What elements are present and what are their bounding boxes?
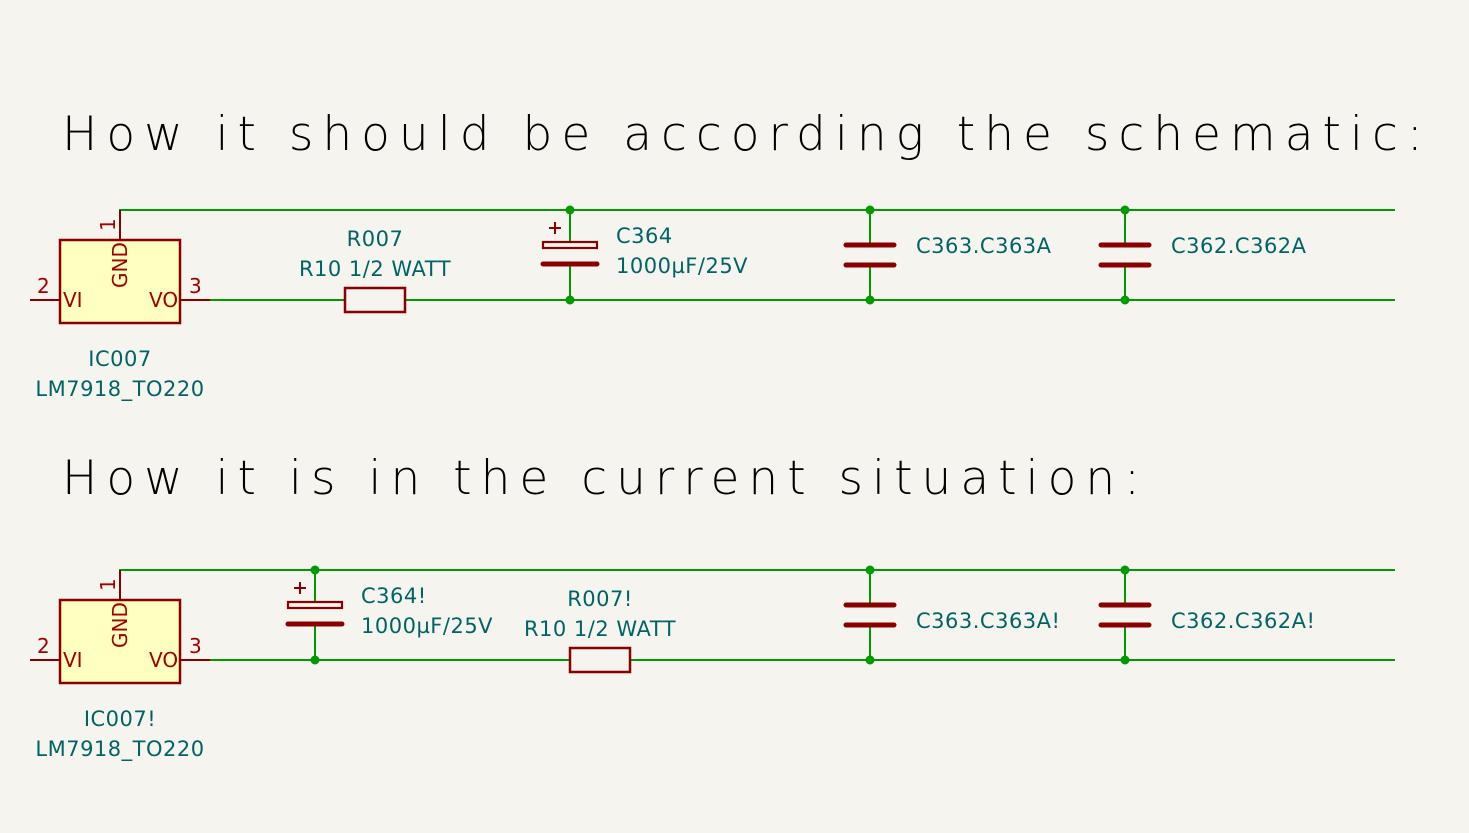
capacitor-c363-current[interactable]	[843, 570, 897, 660]
schematic-bottom: 2 3 1 VI VO GND IC007! LM7918_TO220 C364…	[30, 565, 1395, 762]
resistor-ref: R007	[347, 227, 404, 251]
pin-name-vi: VI	[63, 288, 83, 312]
resistor-value: R10 1/2 WATT	[524, 617, 676, 641]
pin-number-2: 2	[37, 274, 50, 298]
capacitor-value: 1000µF/25V	[361, 614, 493, 638]
schematic-top: 2 3 1 VI VO GND IC007 LM7918_TO220 R007 …	[30, 205, 1395, 402]
capacitor-label: C362.C362A!	[1171, 609, 1315, 633]
regulator-ic007-current[interactable]: 2 3 1 VI VO GND	[30, 570, 210, 685]
pin-name-vo: VO	[149, 648, 178, 672]
capacitor-ref: C364!	[361, 584, 427, 608]
resistor-ref: R007!	[567, 587, 633, 611]
pin-name-gnd: GND	[108, 602, 132, 648]
capacitor-c363[interactable]	[843, 210, 897, 300]
pin-name-vi: VI	[63, 648, 83, 672]
capacitor-label: C362.C362A	[1171, 234, 1307, 258]
pin-number-1: 1	[96, 218, 120, 231]
capacitor-plate-positive	[286, 600, 344, 610]
regulator-value: LM7918_TO220	[35, 377, 204, 402]
pin-name-gnd: GND	[108, 242, 132, 288]
regulator-ic007[interactable]: 2 3 1 VI VO GND	[30, 210, 210, 325]
pin-number-3: 3	[189, 274, 202, 298]
capacitor-ref: C364	[616, 224, 673, 248]
pin-number-2: 2	[37, 634, 50, 658]
regulator-body	[58, 598, 182, 685]
regulator-ref: IC007!	[84, 707, 156, 731]
resistor-value: R10 1/2 WATT	[299, 257, 451, 281]
pin-number-1: 1	[96, 578, 120, 591]
capacitor-plate-positive	[541, 240, 599, 250]
heading-bottom: How it is in the current situation:	[62, 451, 1149, 506]
resistor-r007[interactable]	[343, 286, 407, 314]
gnd-rail-wire-top	[119, 209, 1395, 229]
pin-name-vo: VO	[149, 288, 178, 312]
capacitor-value: 1000µF/25V	[616, 254, 748, 278]
regulator-ref: IC007	[88, 347, 151, 371]
capacitor-label: C363.C363A!	[916, 609, 1060, 633]
capacitor-c362[interactable]	[1098, 210, 1152, 300]
pin-number-3: 3	[189, 634, 202, 658]
heading-top: How it should be according the schematic…	[62, 107, 1432, 162]
regulator-body	[58, 238, 182, 325]
resistor-body	[568, 646, 632, 674]
capacitor-c364-current[interactable]	[285, 570, 345, 660]
capacitor-c362-current[interactable]	[1098, 570, 1152, 660]
resistor-r007-current[interactable]	[568, 646, 632, 674]
resistor-body	[343, 286, 407, 314]
capacitor-label: C363.C363A	[916, 234, 1052, 258]
regulator-value: LM7918_TO220	[35, 737, 204, 762]
capacitor-c364[interactable]	[540, 210, 600, 300]
gnd-rail-wire-bottom	[119, 569, 1395, 589]
